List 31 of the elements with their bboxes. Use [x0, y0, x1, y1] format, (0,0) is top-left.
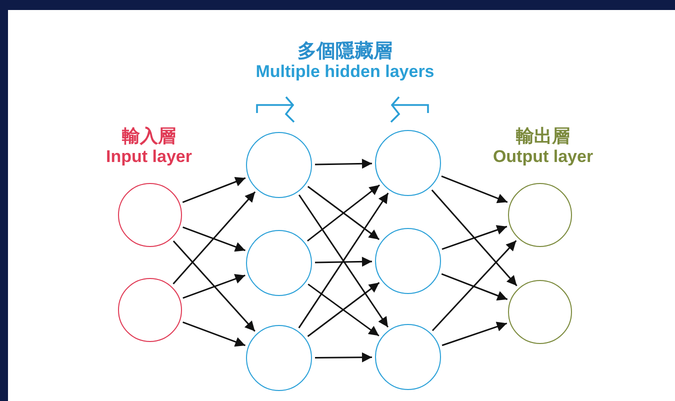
arrow — [441, 273, 508, 300]
arrow — [182, 176, 246, 204]
arrow — [442, 225, 508, 250]
layer-heading: 多個隱藏層 — [298, 40, 392, 64]
neuron-circle — [246, 325, 312, 391]
arrow — [431, 189, 518, 286]
neuron-circle — [375, 130, 441, 196]
neuron-circle — [246, 132, 312, 198]
neuron-circle — [375, 228, 441, 294]
arrow — [432, 240, 517, 332]
arrow — [314, 256, 372, 267]
neuron-circle — [118, 278, 182, 342]
neuron-circle — [118, 183, 182, 247]
layer-heading: 輸入層 — [122, 125, 176, 148]
arrow — [172, 191, 256, 284]
neuron-circle — [508, 183, 572, 247]
neuron-circle — [375, 324, 441, 390]
arrow — [182, 322, 246, 347]
neuron-circle — [246, 230, 312, 296]
layer-label: Multiple hidden layers — [256, 62, 434, 82]
arrow — [182, 226, 246, 252]
neuron-circle — [508, 280, 572, 344]
arrow — [172, 240, 256, 332]
layer-label: Output layer — [492, 147, 594, 167]
layer-label: Input layer — [106, 147, 192, 167]
arrow — [182, 274, 246, 299]
arrow — [315, 352, 372, 362]
arrow — [314, 158, 372, 169]
layer-heading: 輸出層 — [516, 125, 570, 148]
arrow — [442, 322, 508, 346]
arrow — [441, 176, 508, 204]
